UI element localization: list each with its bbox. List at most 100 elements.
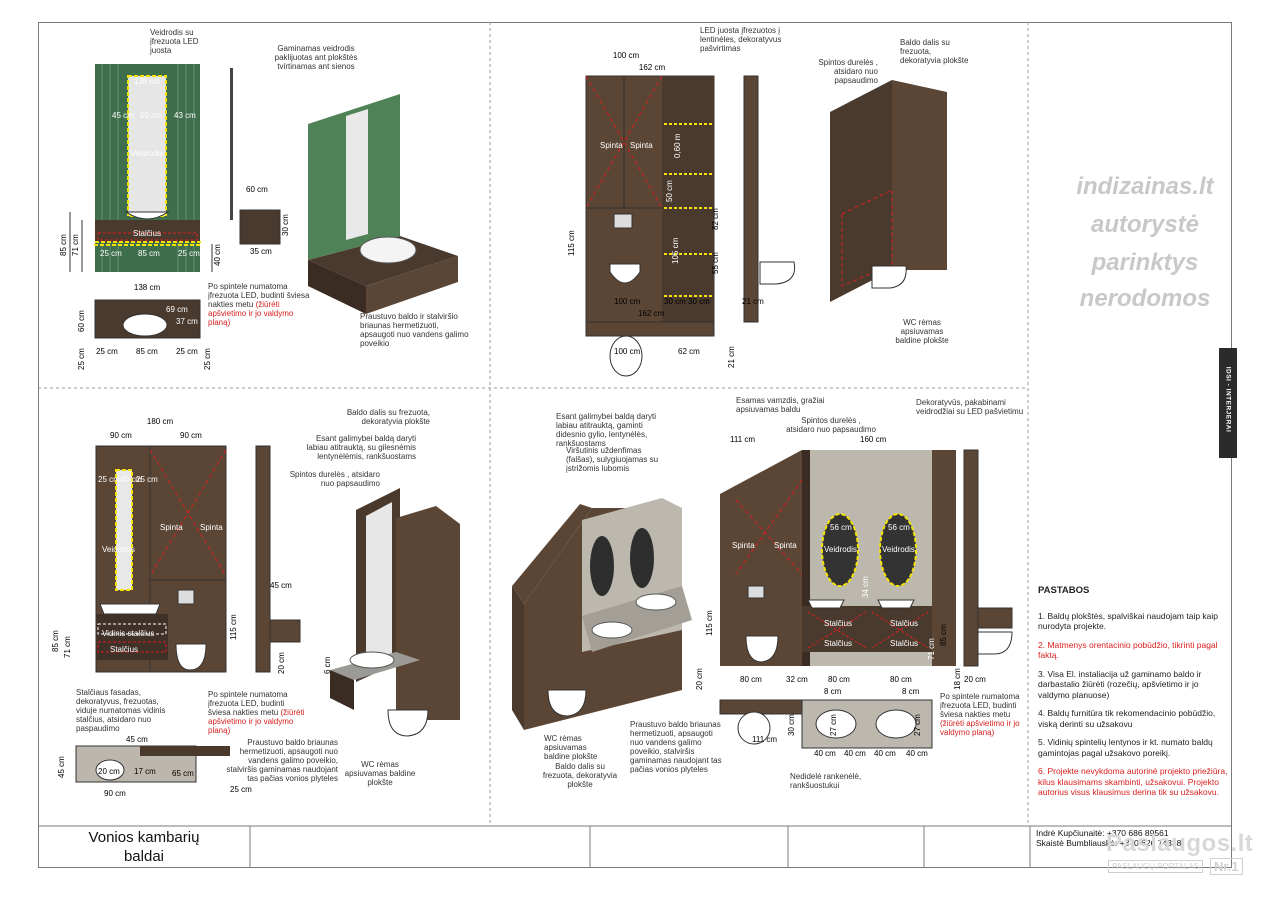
- note-item: 5. Vidinių spintelių lentynos ir kt. num…: [1038, 737, 1213, 758]
- svg-text:71 cm: 71 cm: [63, 636, 72, 658]
- svg-text:180 cm: 180 cm: [147, 417, 174, 426]
- panel-2-drawing: Spinta Spinta 100 cm 162 cm 115 cm 0,60 …: [567, 51, 947, 377]
- svg-text:25 cm: 25 cm: [96, 347, 118, 356]
- panel-3-drawing: 180 cm 90 cm 90 cm 25 cm 40 cm 25 cm Vei…: [51, 417, 460, 798]
- svg-text:80 cm: 80 cm: [828, 675, 850, 684]
- svg-text:55 cm: 55 cm: [711, 252, 720, 274]
- svg-text:45 cm: 45 cm: [57, 756, 66, 778]
- watermark-3: parinktys: [1091, 249, 1199, 276]
- note-item: 6. Projekte nevykdoma autorinė projekto …: [1038, 766, 1228, 797]
- svg-text:138 cm: 138 cm: [134, 283, 161, 292]
- svg-text:138 cm: 138 cm: [134, 77, 161, 86]
- p1-note-sink: Praustuvo baldo ir stalviršio briaunas h…: [360, 312, 469, 348]
- svg-text:115 cm: 115 cm: [705, 610, 714, 636]
- svg-text:25 cm: 25 cm: [176, 347, 198, 356]
- svg-text:Veidrodis: Veidrodis: [102, 545, 135, 554]
- svg-text:45 cm: 45 cm: [126, 735, 148, 744]
- p1-note-mirror: Veidrodis su įfrezuota LED juosta: [150, 28, 199, 55]
- notes-block: PASTABOS 1. Baldų plokštės, spalviškai n…: [1038, 585, 1228, 806]
- svg-text:Stalčius: Stalčius: [890, 619, 918, 628]
- svg-text:40 cm: 40 cm: [844, 749, 866, 758]
- svg-text:35 cm: 35 cm: [250, 247, 272, 256]
- svg-text:50 cm: 50 cm: [140, 111, 162, 120]
- p4-note-handle: Nedidelė rankenėlė, rankšuostukui: [790, 772, 862, 790]
- panel-1-drawing: 138 cm 45 cm 50 cm 43 cm Veidrodis Stalč…: [59, 64, 458, 370]
- svg-text:40 cm: 40 cm: [906, 749, 928, 758]
- svg-text:71 cm: 71 cm: [71, 234, 80, 256]
- svg-text:162 cm: 162 cm: [639, 63, 666, 72]
- p3-note-led: Po spintele numatoma įfrezuota LED, budi…: [208, 690, 305, 735]
- watermark-1: indizainas.lt: [1076, 173, 1214, 200]
- svg-text:85 cm: 85 cm: [136, 347, 158, 356]
- svg-text:80 cm: 80 cm: [740, 675, 762, 684]
- p4-note-deep: Esant galimybei baldą daryti labiau atit…: [556, 412, 657, 448]
- note-item: 3. Visa El. instaliacija už gaminamo bal…: [1038, 668, 1202, 700]
- svg-text:20 cm: 20 cm: [98, 767, 120, 776]
- svg-text:30 cm: 30 cm: [787, 714, 796, 736]
- svg-text:82 cm: 82 cm: [711, 208, 720, 230]
- watermark-4: nerodomos: [1079, 285, 1211, 312]
- svg-text:21 cm: 21 cm: [727, 346, 736, 368]
- svg-text:25 cm: 25 cm: [178, 249, 200, 258]
- watermark-2: autorystė: [1090, 211, 1200, 238]
- p3-note-part: Baldo dalis su frezuota, dekoratyvia plo…: [346, 408, 430, 426]
- svg-text:100 cm: 100 cm: [614, 297, 641, 306]
- svg-text:27 cm: 27 cm: [913, 714, 922, 736]
- svg-text:60 cm: 60 cm: [246, 185, 268, 194]
- note-item: 4. Baldų furnitūra tik rekomendacinio po…: [1038, 708, 1216, 729]
- svg-text:40 cm: 40 cm: [120, 475, 142, 484]
- svg-text:30 cm: 30 cm: [688, 297, 710, 306]
- svg-text:85 cm: 85 cm: [51, 630, 60, 652]
- svg-text:105 cm: 105 cm: [671, 237, 680, 264]
- note-item: 2. Matmenys orentacinio pobūdžio, tikrin…: [1038, 639, 1218, 661]
- svg-text:8 cm: 8 cm: [902, 687, 920, 696]
- svg-text:45 cm: 45 cm: [112, 111, 134, 120]
- p3-note-wc: WC rėmas apsiuvamas baldine plokšte: [344, 760, 416, 787]
- svg-text:32 cm: 32 cm: [786, 675, 808, 684]
- p2-note-part: Baldo dalis su frezuota, dekoratyvia plo…: [900, 38, 969, 65]
- svg-text:Stalčius: Stalčius: [890, 639, 918, 648]
- svg-text:60 cm: 60 cm: [77, 310, 86, 332]
- svg-text:37 cm: 37 cm: [176, 317, 198, 326]
- svg-text:Spinta: Spinta: [600, 141, 623, 150]
- svg-text:111 cm: 111 cm: [730, 435, 755, 444]
- contacts: Indrė Kupčiunaitė: +370 686 89561 Skaist…: [1036, 828, 1182, 848]
- svg-text:25 cm: 25 cm: [136, 475, 158, 484]
- svg-text:71 cm: 71 cm: [927, 638, 936, 660]
- svg-text:34 cm: 34 cm: [861, 576, 870, 598]
- svg-text:Veidrodis: Veidrodis: [882, 545, 915, 554]
- svg-text:43 cm: 43 cm: [174, 111, 196, 120]
- p2-note-doors: Spintos durelės , atsidaro nuo papsaudim…: [818, 58, 878, 85]
- svg-text:85 cm: 85 cm: [939, 624, 948, 646]
- svg-text:69 cm: 69 cm: [166, 305, 188, 314]
- p3-note-drawer: Stalčiaus fasadas, dekoratyvus, frezuota…: [76, 688, 166, 733]
- svg-text:40 cm: 40 cm: [874, 749, 896, 758]
- svg-text:Stalčius: Stalčius: [133, 229, 161, 238]
- p3-note-deep: Esant galimybei baldą daryti labiau atit…: [306, 434, 416, 461]
- svg-text:100 cm: 100 cm: [614, 347, 641, 356]
- side-tab: IDSI - INTERJERAI: [1219, 348, 1237, 458]
- svg-text:85 cm: 85 cm: [138, 249, 160, 258]
- svg-text:30 cm: 30 cm: [664, 297, 686, 306]
- svg-text:Spinta: Spinta: [774, 541, 797, 550]
- p4-note-mirror: Dekoratyvūs, pakabinami veidrodžiai su L…: [916, 398, 1024, 416]
- p3-note-sink: Praustuvo baldo briaunas hermetizuoti, a…: [226, 738, 338, 783]
- svg-text:Stalčius: Stalčius: [824, 639, 852, 648]
- svg-text:8 cm: 8 cm: [824, 687, 842, 696]
- svg-text:45 cm: 45 cm: [270, 581, 292, 590]
- svg-text:Vidinis stalčius: Vidinis stalčius: [102, 629, 154, 638]
- svg-text:80 cm: 80 cm: [890, 675, 912, 684]
- svg-text:160 cm: 160 cm: [860, 435, 887, 444]
- p2-note-led: LED juosta įfrezuotos į lentinėles, deko…: [700, 26, 782, 53]
- watermark-logo: Paslaugos.lt PASLAUGŲ PORTALAS Nr.1: [1106, 830, 1254, 875]
- p4-note-wc: WC rėmas apsiuvamas baldine plokšte: [544, 734, 598, 761]
- svg-text:Veidrodis: Veidrodis: [131, 149, 164, 158]
- svg-text:Stalčius: Stalčius: [824, 619, 852, 628]
- svg-text:18 cm: 18 cm: [953, 668, 962, 690]
- svg-text:115 cm: 115 cm: [567, 230, 576, 256]
- svg-text:90 cm: 90 cm: [110, 431, 132, 440]
- svg-text:6 cm: 6 cm: [323, 656, 332, 674]
- p4-note-sink: Praustuvo baldo briaunas hermetizuoti, a…: [630, 720, 722, 774]
- svg-text:30 cm: 30 cm: [281, 214, 290, 236]
